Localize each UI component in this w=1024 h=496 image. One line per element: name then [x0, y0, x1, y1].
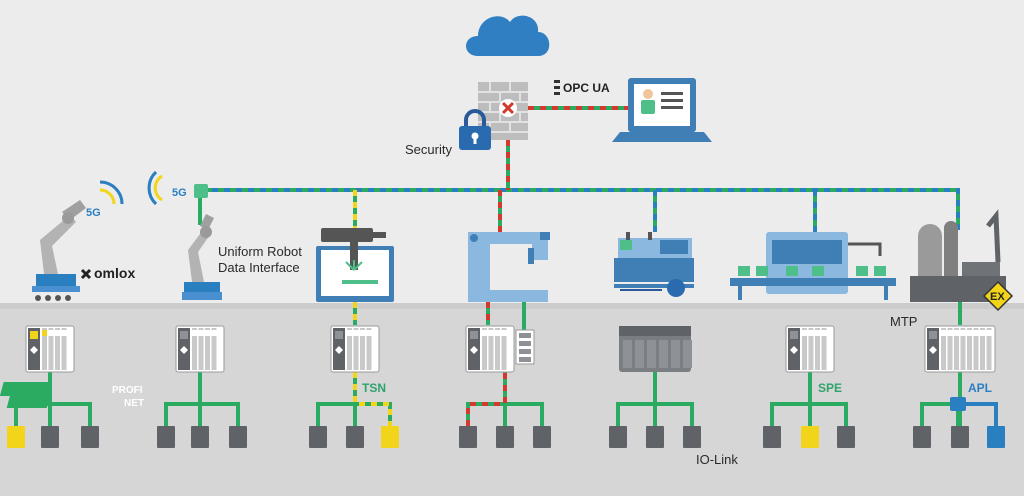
field-device-4-1 — [459, 426, 477, 448]
spe-label: SPE — [818, 381, 842, 395]
field-device-5-2 — [646, 426, 664, 448]
field-tree-4 — [466, 372, 544, 426]
io-link-label: IO-Link — [696, 452, 738, 467]
tsn-label: TSN — [362, 381, 386, 395]
profinet-logo: PROFI NET — [0, 382, 144, 409]
conveyor-machine-icon — [614, 232, 694, 297]
tsn-machine-icon — [316, 228, 394, 302]
field-device-2-3 — [229, 426, 247, 448]
controller-4 — [465, 325, 515, 373]
cloud-icon — [466, 15, 550, 56]
svg-text:EX: EX — [990, 291, 1005, 303]
svg-text:omlox: omlox — [94, 265, 135, 281]
field-tree-5 — [616, 372, 694, 426]
field-tree-2 — [164, 372, 240, 426]
field-device-1-1 — [7, 426, 25, 448]
process-plant-icon — [910, 209, 1006, 302]
opcua-logo: OPC UA — [554, 80, 610, 95]
cables — [14, 106, 998, 426]
packaging-machine-icon — [730, 232, 896, 300]
robot-interface-label-1: Uniform Robot — [218, 244, 302, 259]
security-label: Security — [405, 142, 452, 157]
field-device-4-3 — [533, 426, 551, 448]
wireless-signal-icon — [99, 180, 124, 205]
field-device-6-3 — [837, 426, 855, 448]
padlock-icon — [459, 109, 491, 150]
field-device-3-2 — [346, 426, 364, 448]
field-device-2-1 — [157, 426, 175, 448]
svg-text:NET: NET — [124, 398, 144, 409]
omlox-logo: omlox — [80, 265, 135, 281]
ex-hazard-icon: EX — [982, 280, 1014, 312]
field-device-7-1 — [913, 426, 931, 448]
controller-aux — [515, 329, 535, 365]
field-device-5-1 — [609, 426, 627, 448]
sewing-machine-icon — [468, 232, 550, 302]
floor-edge — [0, 303, 1024, 309]
five-g-hub-label: 5G — [172, 187, 187, 199]
wireless-hub-icon — [147, 170, 163, 206]
controller-1 — [25, 325, 75, 373]
robot-arm-icon — [32, 200, 86, 301]
field-device-1-2 — [41, 426, 59, 448]
field-device-5-3 — [683, 426, 701, 448]
laptop-icon — [612, 78, 712, 142]
field-device-6-1 — [763, 426, 781, 448]
controller-5 — [619, 326, 692, 372]
apl-junction-box — [950, 397, 966, 411]
svg-text:PROFI: PROFI — [112, 385, 143, 396]
wireless-hub-box — [194, 184, 208, 198]
controller-3 — [330, 325, 380, 373]
field-device-3-3 — [381, 426, 399, 448]
firewall-icon — [478, 82, 528, 140]
field-device-3-1 — [309, 426, 327, 448]
field-tree-3 — [316, 372, 392, 426]
svg-text:OPC UA: OPC UA — [563, 81, 610, 95]
field-device-6-2 — [801, 426, 819, 448]
field-device-7-3 — [987, 426, 1005, 448]
field-device-1-3 — [81, 426, 99, 448]
field-device-2-2 — [191, 426, 209, 448]
field-device-4-2 — [496, 426, 514, 448]
mtp-label: MTP — [890, 314, 917, 329]
robot-interface-label-2: Data Interface — [218, 260, 300, 275]
backbone-cable — [200, 188, 960, 230]
robot-arm-icon — [182, 214, 222, 300]
controller-6 — [785, 325, 835, 373]
field-device-7-2 — [951, 426, 969, 448]
five-g-robot-label: 5G — [86, 207, 101, 219]
field-tree-6 — [770, 372, 848, 426]
apl-label: APL — [968, 381, 992, 395]
controller-7 — [924, 325, 996, 373]
controllers — [25, 325, 996, 373]
field-devices — [7, 397, 1005, 448]
controller-2 — [175, 325, 225, 373]
